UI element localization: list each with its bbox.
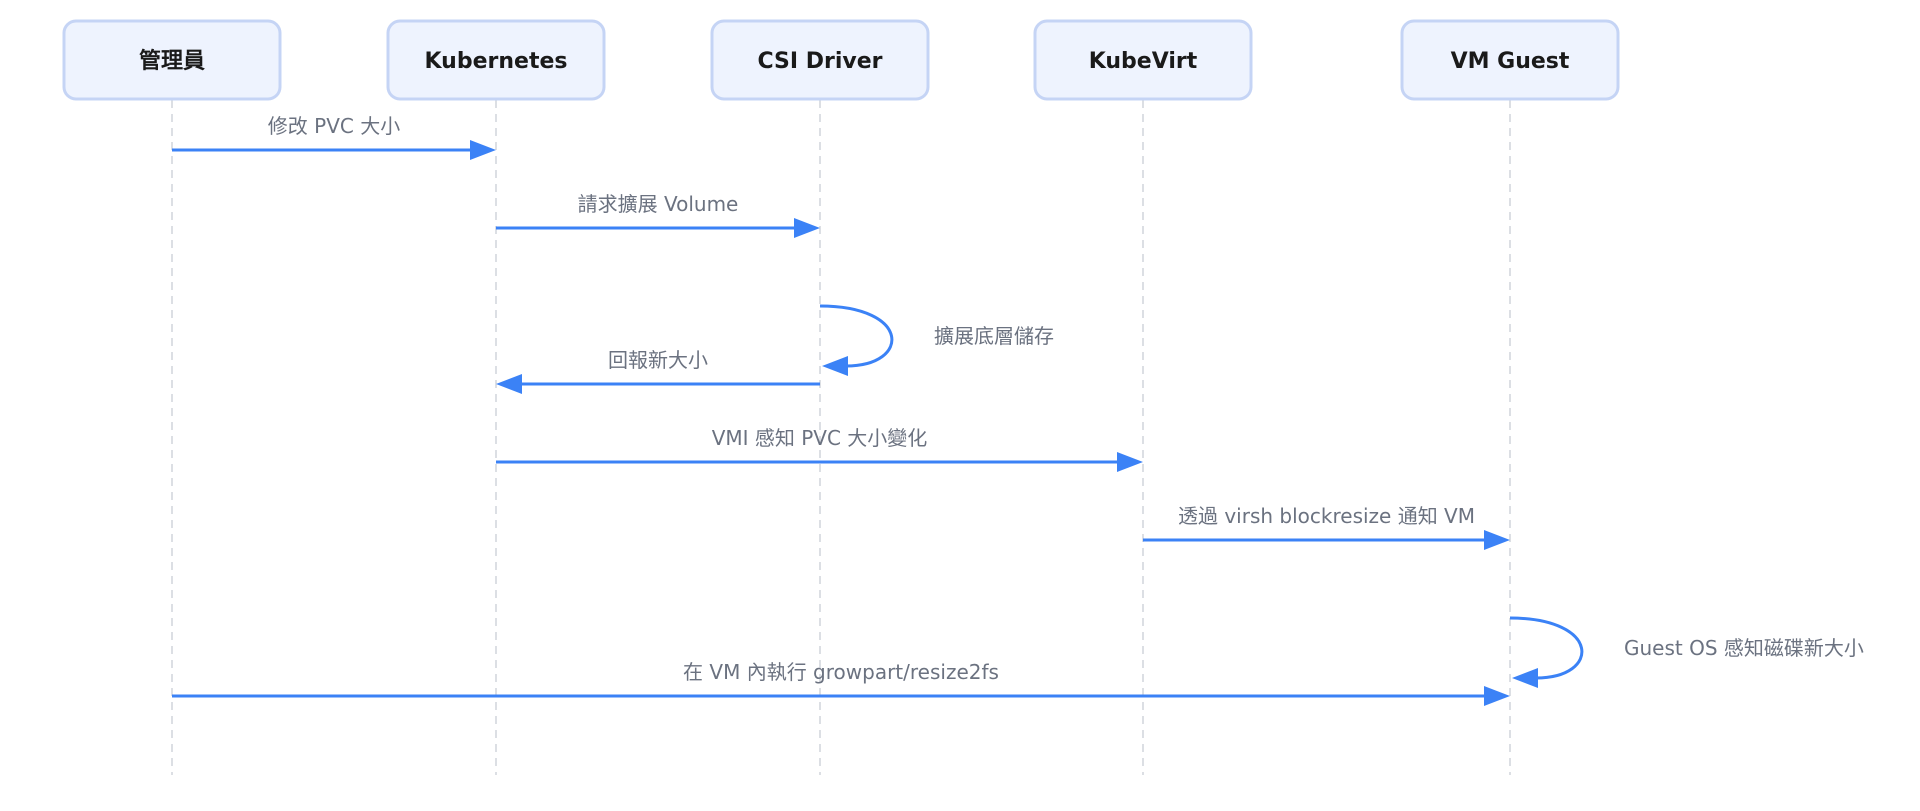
message-6: 透過 virsh blockresize 通知 VM [1143,504,1510,550]
arrowhead [1117,452,1143,472]
actor-box [1400,19,1620,101]
actor-label: VM Guest [1451,49,1570,74]
actor-admin: 管理員 [62,19,282,101]
message-label: 透過 virsh blockresize 通知 VM [1178,504,1475,528]
message-label: VMI 感知 PVC 大小變化 [712,426,928,450]
actor-box [386,19,606,101]
arrowhead [1484,530,1510,550]
actor-label: 管理員 [139,48,205,74]
arrowhead [1512,668,1538,688]
self-message-arrow [819,304,894,368]
actor-label: CSI Driver [757,49,882,74]
message-5: VMI 感知 PVC 大小變化 [496,426,1143,472]
message-label: 請求擴展 Volume [578,192,739,216]
message-label: 擴展底層儲存 [934,324,1054,348]
actor-box [1033,19,1253,101]
actor-box [710,19,930,101]
arrowhead [496,374,522,394]
actors: 管理員 Kubernetes CSI Driver KubeVirt VM Guest [62,19,1620,101]
message-3: 擴展底層儲存 [819,304,1054,376]
arrowhead [794,218,820,238]
actor-csi: CSI Driver [710,19,930,101]
message-label: 回報新大小 [608,348,708,372]
lifelines [171,100,1511,775]
arrowhead [1484,686,1510,706]
actor-k8s: Kubernetes [386,19,606,101]
self-message-arrow [1509,616,1584,680]
actor-label: Kubernetes [425,49,568,74]
actor-label: KubeVirt [1089,49,1198,74]
message-label: 在 VM 內執行 growpart/resize2fs [683,660,999,684]
message-8: 在 VM 內執行 growpart/resize2fs [172,660,1510,706]
arrowhead [470,140,496,160]
message-4: 回報新大小 [496,348,820,394]
message-2: 請求擴展 Volume [496,192,820,238]
actor-vm: VM Guest [1400,19,1620,101]
actor-kubevirt: KubeVirt [1033,19,1253,101]
arrowhead [822,356,848,376]
message-1: 修改 PVC 大小 [172,114,496,160]
message-label: 修改 PVC 大小 [268,114,400,138]
actor-box [62,19,282,101]
message-label: Guest OS 感知磁碟新大小 [1624,636,1864,660]
message-7: Guest OS 感知磁碟新大小 [1509,616,1864,688]
